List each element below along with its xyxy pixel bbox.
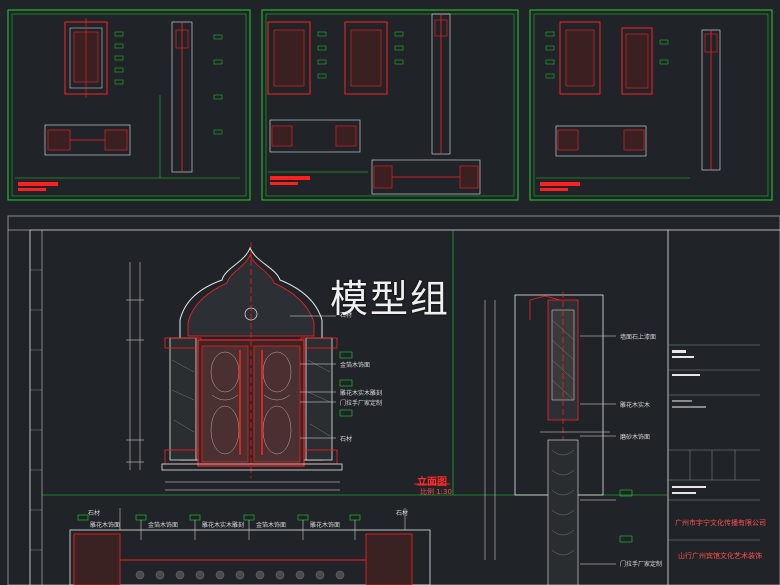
door-plan <box>69 508 431 585</box>
callout-plate-wall: 墙面石上漆面 <box>620 334 657 341</box>
callout-plan-5: 金箔木饰面 <box>256 522 287 529</box>
callout-plate-wall-2: 雕花木实木 <box>620 402 651 409</box>
callout-plan-3: 金箔木饰面 <box>148 522 179 529</box>
callout-carved-panel: 雕花木实木雕刻 <box>340 390 383 397</box>
thumbnail-sheet-2 <box>261 9 519 201</box>
callout-door-hardware: 门拉手厂家定制 <box>340 400 383 407</box>
title-block-company: 广州市宇宁文化传播有限公司 <box>675 519 766 527</box>
callout-stone-2: 石材 <box>340 436 353 443</box>
thumbnail-sheet-3 <box>529 9 773 201</box>
door-elevation <box>126 242 343 491</box>
elevation-leader-lines <box>290 315 336 439</box>
callout-plan-1: 石材 <box>88 510 101 517</box>
callout-glass: 磨砂木饰面 <box>620 434 651 441</box>
callout-door-hardware-2: 门拉手厂家定制 <box>620 561 663 568</box>
elevation-scale: 比例 1:30 <box>420 488 452 496</box>
door-section <box>484 292 610 585</box>
thumbnail-sheet-1 <box>7 9 251 201</box>
section-callouts <box>619 489 633 543</box>
callout-stone: 石材 <box>340 312 353 319</box>
main-sheet-frame <box>7 215 780 585</box>
callout-plan-2: 雕花木饰面 <box>90 522 121 529</box>
watermark-text: 模型组 <box>330 277 451 321</box>
callout-plan-7: 石材 <box>396 510 409 517</box>
callout-gold-leaf: 金箔木饰面 <box>340 362 371 369</box>
elevation-callouts <box>339 351 353 417</box>
title-block-project: 山行广州宾馆文化艺术装饰 <box>678 552 762 560</box>
callout-plan-4: 雕花木实木雕刻 <box>202 522 245 529</box>
section-leader-lines <box>580 335 616 565</box>
elevation-title: 立面图 <box>417 477 447 488</box>
callout-plan-6: 雕花木饰面 <box>310 522 341 529</box>
